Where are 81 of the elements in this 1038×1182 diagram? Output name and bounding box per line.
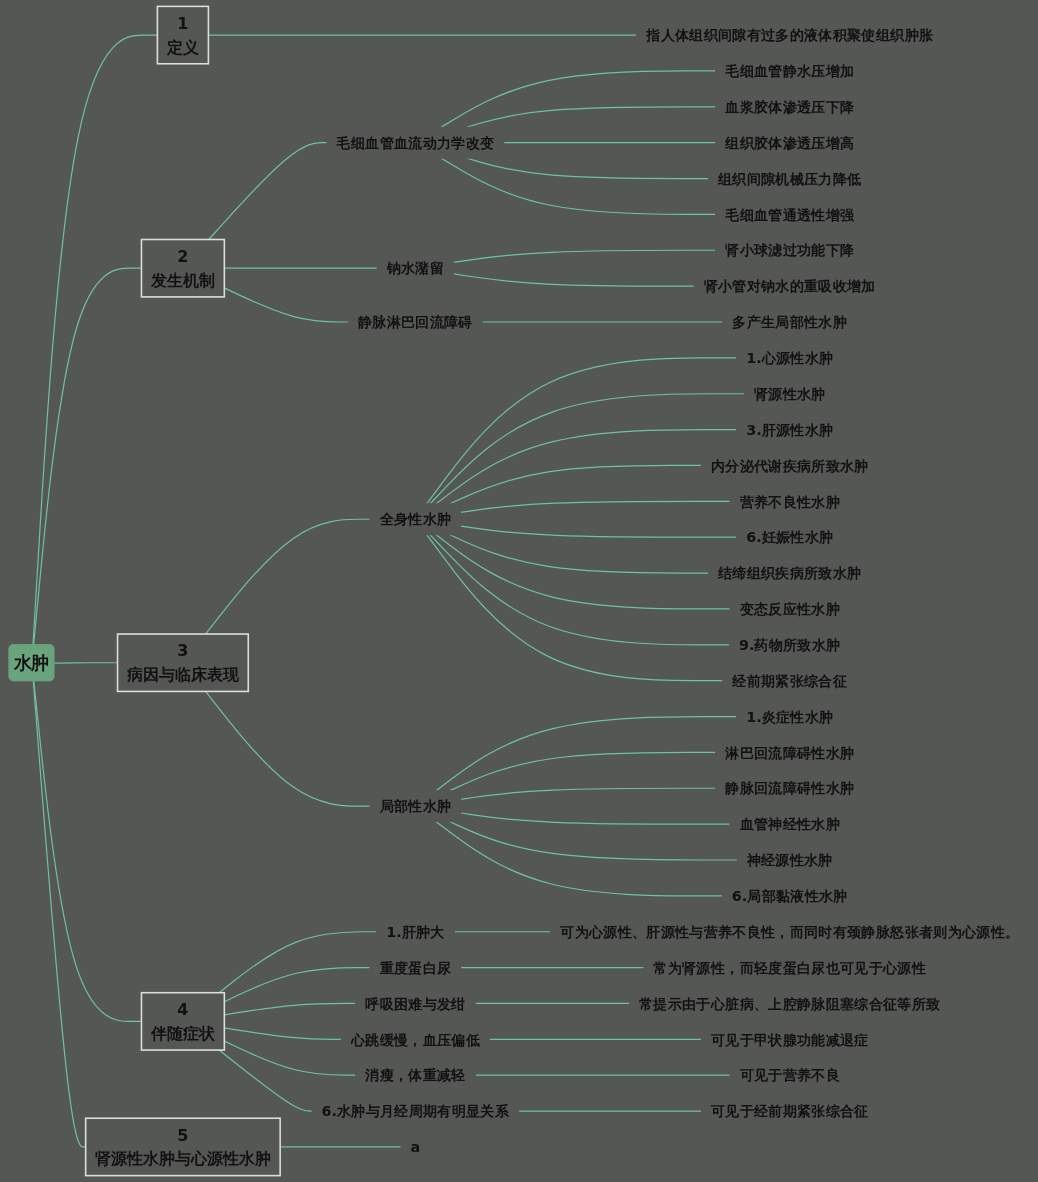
node-text: 呼吸困难与发绀 (365, 995, 466, 1012)
node-text: 变态反应性水肿 (739, 600, 840, 618)
connector (218, 931, 378, 994)
node-text: 多产生局部性水肿 (732, 313, 848, 331)
connector (453, 249, 717, 264)
node-text: 1.炎症性水肿 (746, 708, 834, 725)
connector (435, 429, 738, 505)
connector (460, 500, 731, 514)
node-text: 毛细血管静水压增加 (725, 62, 855, 80)
node-text: 肾小管对钠水的重吸收增加 (703, 277, 876, 295)
connector (481, 321, 724, 323)
connector (426, 534, 724, 682)
node-text: 毛细血管通透性增强 (725, 206, 855, 223)
connector (460, 967, 645, 969)
connector (426, 357, 738, 505)
node-text: 肾源性水肿 (753, 385, 826, 403)
connector (460, 525, 738, 538)
connector (204, 690, 371, 807)
node-box: 3 病因与临床表现 (116, 633, 250, 693)
node-text: 静脉回流障碍性水肿 (725, 779, 855, 797)
connector (449, 464, 702, 505)
connector (474, 1074, 731, 1076)
node-text: 钠水潴留 (386, 259, 445, 277)
node-text: 6.局部黏液性水肿 (731, 887, 848, 905)
connector (503, 142, 717, 144)
node-text: 组织间隙机械压力降低 (718, 170, 862, 187)
node-text: 消瘦，体重减轻 (365, 1066, 466, 1084)
node-text: 血浆胶体渗透压下降 (725, 98, 855, 116)
connector (218, 1049, 313, 1112)
node-text: 3.肝源性水肿 (746, 421, 834, 438)
node-text: 9.药物所致水肿 (738, 636, 841, 654)
connector (440, 157, 717, 215)
connector (488, 1038, 702, 1040)
node-text: 血管神经性水肿 (739, 815, 840, 833)
node-text: a (410, 1138, 421, 1156)
node-text: 内分泌代谢疾病所致水肿 (710, 457, 869, 474)
node-text: 毛细血管血流动力学改变 (336, 134, 495, 152)
connector (453, 931, 552, 933)
node-box: 1 定义 (156, 5, 210, 65)
node-box: 2 发生机制 (140, 238, 226, 298)
node-text: 心跳缓慢，血压偏低 (350, 1030, 480, 1048)
node-text: 静脉淋巴回流障碍 (358, 313, 473, 331)
connector (208, 142, 328, 241)
node-text: 可见于甲状腺功能减退症 (710, 1030, 869, 1048)
node-text: 肾小球滤过功能下降 (725, 241, 855, 259)
node-box: 5 肾源性水肿与心源性水肿 (84, 1117, 281, 1177)
connector (435, 534, 731, 610)
node-text: 重度蛋白尿 (379, 959, 452, 976)
connector (453, 273, 695, 287)
node-text: 营养不良性水肿 (739, 492, 840, 510)
connector (449, 821, 738, 861)
connector (460, 787, 717, 800)
connector (429, 393, 745, 505)
node-box: 4 伴随症状 (140, 991, 226, 1051)
node-text: 淋巴回流障碍性水肿 (725, 744, 855, 761)
node-text: 神经源性水肿 (746, 851, 833, 869)
node-text: 1.心源性水肿 (746, 349, 834, 367)
node-text: 经前期紧张综合征 (732, 672, 848, 690)
node-text: 可为心源性、肝源性与营养不良性，而同时有颈静脉怒张者则为心源性。 (560, 923, 1020, 941)
connector (474, 1002, 631, 1005)
node-text: 可见于经前期紧张综合征 (710, 1102, 869, 1120)
connector (460, 812, 731, 825)
node-text: 结缔组织疾病所致水肿 (718, 564, 862, 582)
connector (204, 518, 371, 635)
node-text: 常提示由于心脏病、上腔静脉阻塞综合征等所致 (639, 995, 941, 1012)
connector (32, 34, 158, 646)
connector (435, 821, 723, 897)
node-text: 常为肾源性，而轻度蛋白尿也可见于心源性 (653, 959, 927, 976)
connector (435, 715, 738, 792)
node-text: 6.妊娠性水肿 (746, 528, 834, 546)
connector (449, 751, 717, 792)
connector (449, 534, 710, 574)
node-text: 指人体组织间隙有过多的液体积聚使组织肿胀 (646, 26, 934, 44)
node-text: 局部性水肿 (379, 797, 452, 815)
node-text: 1.肝肿大 (386, 923, 445, 941)
node-text: 6.水肿与月经周期有明显关系 (321, 1102, 510, 1120)
node-text: 可见于营养不良 (739, 1066, 840, 1084)
node-text: 组织胶体渗透压增高 (725, 134, 855, 152)
connector (429, 534, 730, 646)
connector (518, 1110, 702, 1112)
connector (440, 70, 717, 128)
